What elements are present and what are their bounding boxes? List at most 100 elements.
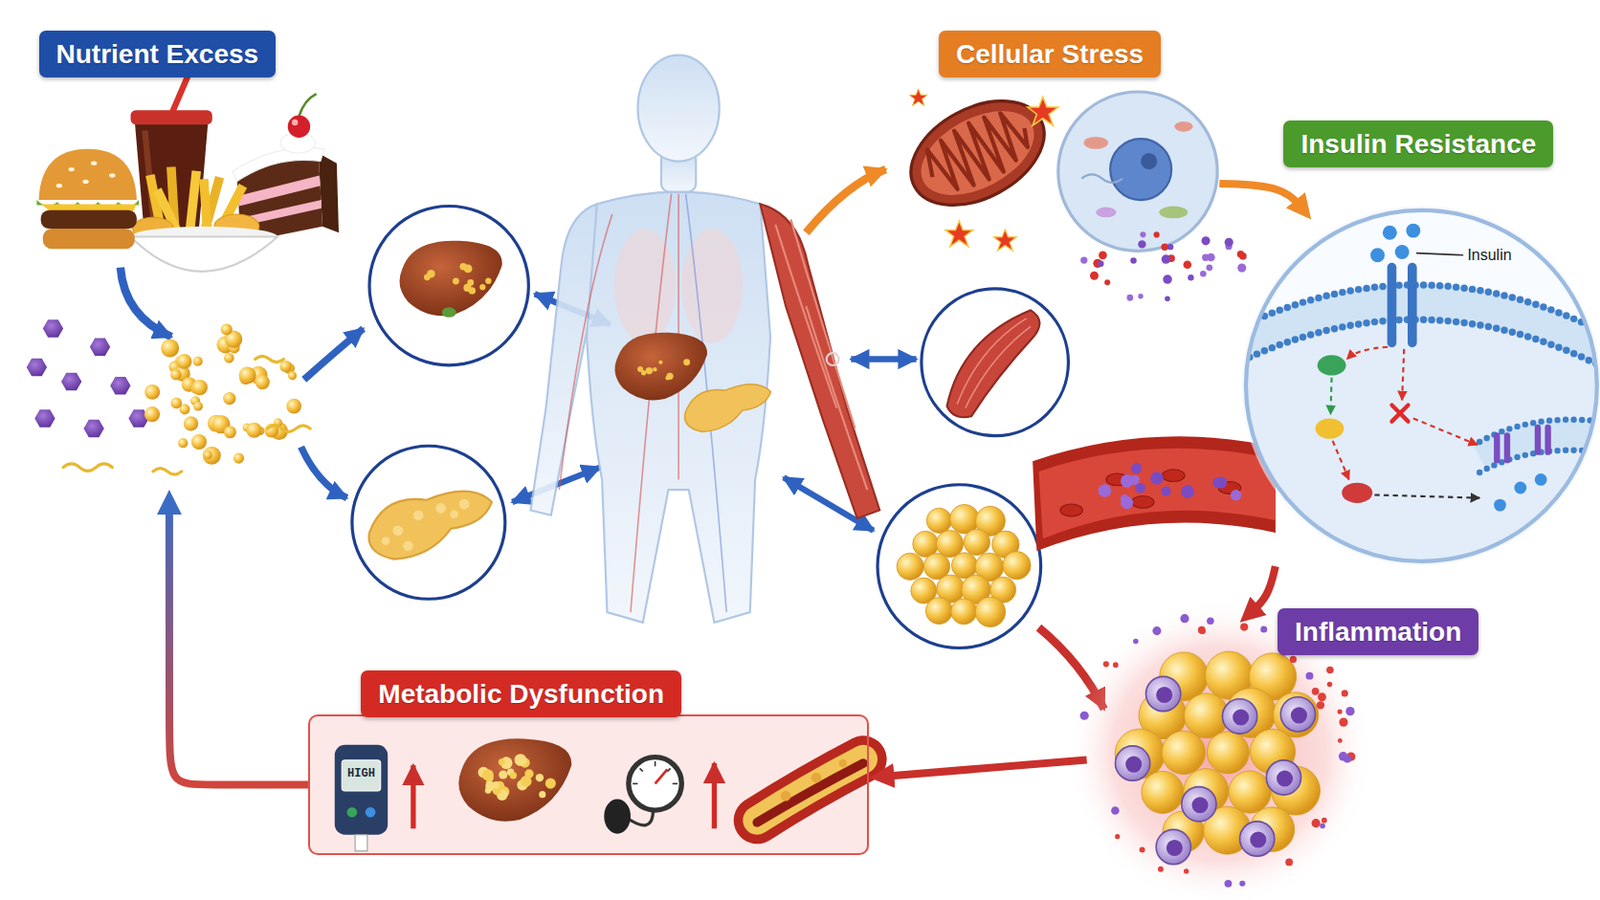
insulin-signaling-inset-part-part	[1387, 267, 1398, 344]
inflamed-adipose-part-part	[1338, 718, 1348, 728]
nutrient-molecules-part	[63, 355, 311, 475]
mitochondrion-cell-part-part	[1027, 96, 1059, 126]
nutrient-molecules-part-part	[233, 453, 245, 465]
dysfunction-icons-part	[655, 769, 668, 784]
inflamed-adipose-part	[1114, 676, 1315, 865]
flow-arrow	[881, 760, 1087, 778]
nutrient-molecules-part-part	[193, 401, 203, 412]
inflamed-adipose-part-part	[1145, 676, 1180, 712]
mitochondrion-cell-part-part	[1162, 274, 1173, 285]
blood-vessel-part	[1060, 463, 1242, 517]
insulin-signaling-inset-part-part	[1374, 494, 1480, 498]
blood-vessel-part-part	[1212, 477, 1223, 489]
mitochondrion-cell-part	[893, 80, 1063, 227]
mitochondrion-cell-part	[1140, 153, 1157, 170]
human-body-part-part	[558, 214, 612, 490]
mitochondrion-cell-part	[1174, 121, 1193, 133]
nutrient-molecules-part-part	[202, 446, 222, 466]
dysfunction-icons-part-part	[498, 770, 508, 779]
liver-inset-part	[400, 241, 503, 317]
nutrient-molecules-part-part	[191, 434, 207, 450]
inflamed-adipose-part-part	[1114, 746, 1150, 781]
mitochondrion-cell-part-part	[993, 229, 1017, 251]
insulin-signaling-inset-part	[1493, 473, 1547, 512]
mitochondrion-cell-part-part	[945, 221, 974, 247]
inflamed-adipose-part-part	[1337, 710, 1343, 715]
food-illustration-part	[237, 176, 320, 207]
nutrient-molecules-part-part	[222, 392, 236, 405]
blood-vessel-part	[1039, 448, 1276, 539]
dysfunction-icons-part	[410, 765, 416, 829]
nutrient-molecules-part-part	[286, 399, 302, 415]
mitochondrion-cell-part-part	[1187, 274, 1194, 281]
inflamed-adipose-part-part	[1321, 818, 1328, 824]
insulin-signaling-inset-part-part	[1544, 424, 1551, 456]
insulin-signaling-inset	[1234, 194, 1600, 573]
liver-inset-part	[423, 263, 492, 295]
inflamed-adipose-part-part	[1317, 692, 1327, 702]
inflamed-adipose-part-part	[1155, 687, 1173, 704]
food-illustration-part	[291, 119, 298, 126]
pancreas-inset-part-part	[393, 525, 404, 536]
inflamed-adipose-part-part	[1111, 806, 1120, 816]
pancreas-inset	[352, 445, 506, 600]
insulin-signaling-inset-part-part	[1234, 285, 1600, 335]
inflamed-adipose-part-part	[1224, 880, 1233, 889]
stage-title: Insulin Resistance	[1283, 120, 1554, 168]
nutrient-molecules-part-part	[239, 366, 257, 384]
nutrient-molecules-part-part	[288, 371, 297, 380]
insulin-signaling-inset-part-part	[1413, 418, 1478, 445]
food-illustration-part	[39, 149, 137, 200]
liver-inset-part-part	[452, 278, 460, 286]
human-body-part	[637, 358, 690, 380]
food-illustration-part-part	[67, 167, 74, 172]
mitochondrion-cell-part-part	[909, 88, 928, 107]
flow-arrow	[169, 502, 309, 785]
inflamed-adipose-part-part	[1311, 688, 1320, 696]
inflamed-adipose-part-part	[1183, 868, 1189, 874]
dysfunction-icons-part	[355, 835, 368, 852]
inflamed-adipose-part-part	[1289, 656, 1297, 664]
mitochondrion-cell-part	[1080, 231, 1247, 302]
human-body-part-part	[683, 358, 690, 366]
food-illustration-part	[43, 228, 135, 249]
nutrient-molecules-part-part	[193, 356, 203, 367]
mitochondrion-cell-part-part	[1126, 294, 1134, 302]
insulin-signaling-inset-part-part	[1504, 432, 1511, 464]
inflamed-adipose-part-part	[1290, 707, 1308, 724]
nutrient-molecules-part-part	[170, 369, 182, 381]
adipose-inset-part-part	[951, 599, 978, 625]
nutrient-molecules-part	[301, 446, 348, 498]
dysfunction-icons	[308, 714, 869, 856]
insulin-signaling-inset-part	[1245, 210, 1598, 562]
adipose-inset-part-part	[951, 553, 978, 579]
nutrient-molecules-part-part	[177, 354, 193, 370]
inflamed-adipose-part	[1114, 651, 1320, 855]
dysfunction-icons-part-part	[640, 768, 644, 772]
liver-inset-part	[442, 307, 457, 318]
nutrient-molecules-part	[144, 324, 302, 466]
inflamed-adipose-part-part	[1114, 834, 1120, 840]
inflamed-adipose-part-part	[1285, 859, 1293, 867]
callout-label: Insulin	[1466, 246, 1512, 265]
insulin-signaling-inset-part	[1391, 267, 1412, 344]
dysfunction-icons-part	[334, 745, 388, 836]
inflamed-adipose-part-part	[1206, 732, 1249, 775]
dysfunction-icons-part-part	[545, 778, 556, 790]
mitochondrion-cell-part-part	[1137, 293, 1143, 299]
nutrient-molecules-part-part	[223, 353, 235, 364]
nutrient-molecules-part-part	[153, 468, 182, 475]
muscle-inset-part	[947, 310, 1041, 418]
pancreas-inset-part-part	[402, 540, 414, 552]
mitochondrion-cell-part-part	[1089, 271, 1099, 281]
food-illustration-part	[130, 110, 212, 125]
inflamed-adipose-part-part	[1311, 819, 1321, 828]
flow-arrow	[1219, 183, 1304, 210]
dysfunction-icons-part-part	[839, 759, 848, 769]
insulin-signaling-inset-part	[1314, 418, 1344, 439]
mitochondrion-cell-part-part	[1205, 264, 1213, 271]
insulin-signaling-inset-part-part	[1405, 223, 1421, 239]
inflamed-adipose-part-part	[1222, 699, 1257, 734]
insulin-signaling-inset-part	[1317, 355, 1347, 376]
mitochondrion-cell-part	[1110, 138, 1172, 200]
